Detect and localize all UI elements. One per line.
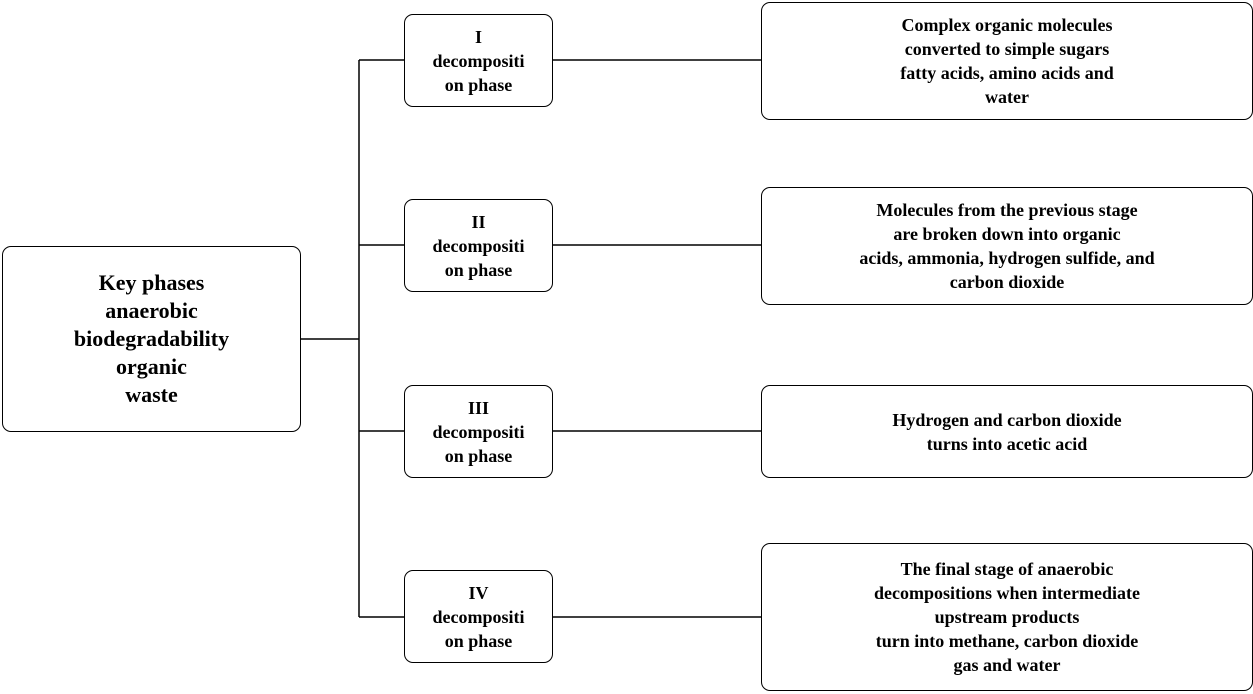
root-node-label: Key phases anaerobic biodegradability or… [73, 270, 230, 407]
root-node: Key phases anaerobic biodegradability or… [2, 246, 301, 432]
phase-node-3: III decompositi on phase [404, 385, 553, 478]
description-node-1: Complex organic molecules converted to s… [761, 2, 1253, 120]
description-node-text: Hydrogen and carbon dioxide turns into a… [892, 409, 1122, 454]
phase-node-label: II decompositi on phase [432, 211, 525, 280]
phase-node-label: IV decompositi on phase [432, 582, 525, 651]
description-node-text: The final stage of anaerobic decompositi… [874, 559, 1140, 675]
phase-node-label: I decompositi on phase [432, 26, 525, 95]
description-node-2: Molecules from the previous stage are br… [761, 187, 1253, 305]
description-node-text: Complex organic molecules converted to s… [900, 15, 1114, 107]
phase-node-4: IV decompositi on phase [404, 570, 553, 663]
phase-node-label: III decompositi on phase [432, 397, 525, 466]
phase-node-1: I decompositi on phase [404, 14, 553, 107]
description-node-4: The final stage of anaerobic decompositi… [761, 543, 1253, 691]
phase-node-2: II decompositi on phase [404, 199, 553, 292]
description-node-text: Molecules from the previous stage are br… [859, 200, 1155, 292]
description-node-3: Hydrogen and carbon dioxide turns into a… [761, 385, 1253, 478]
